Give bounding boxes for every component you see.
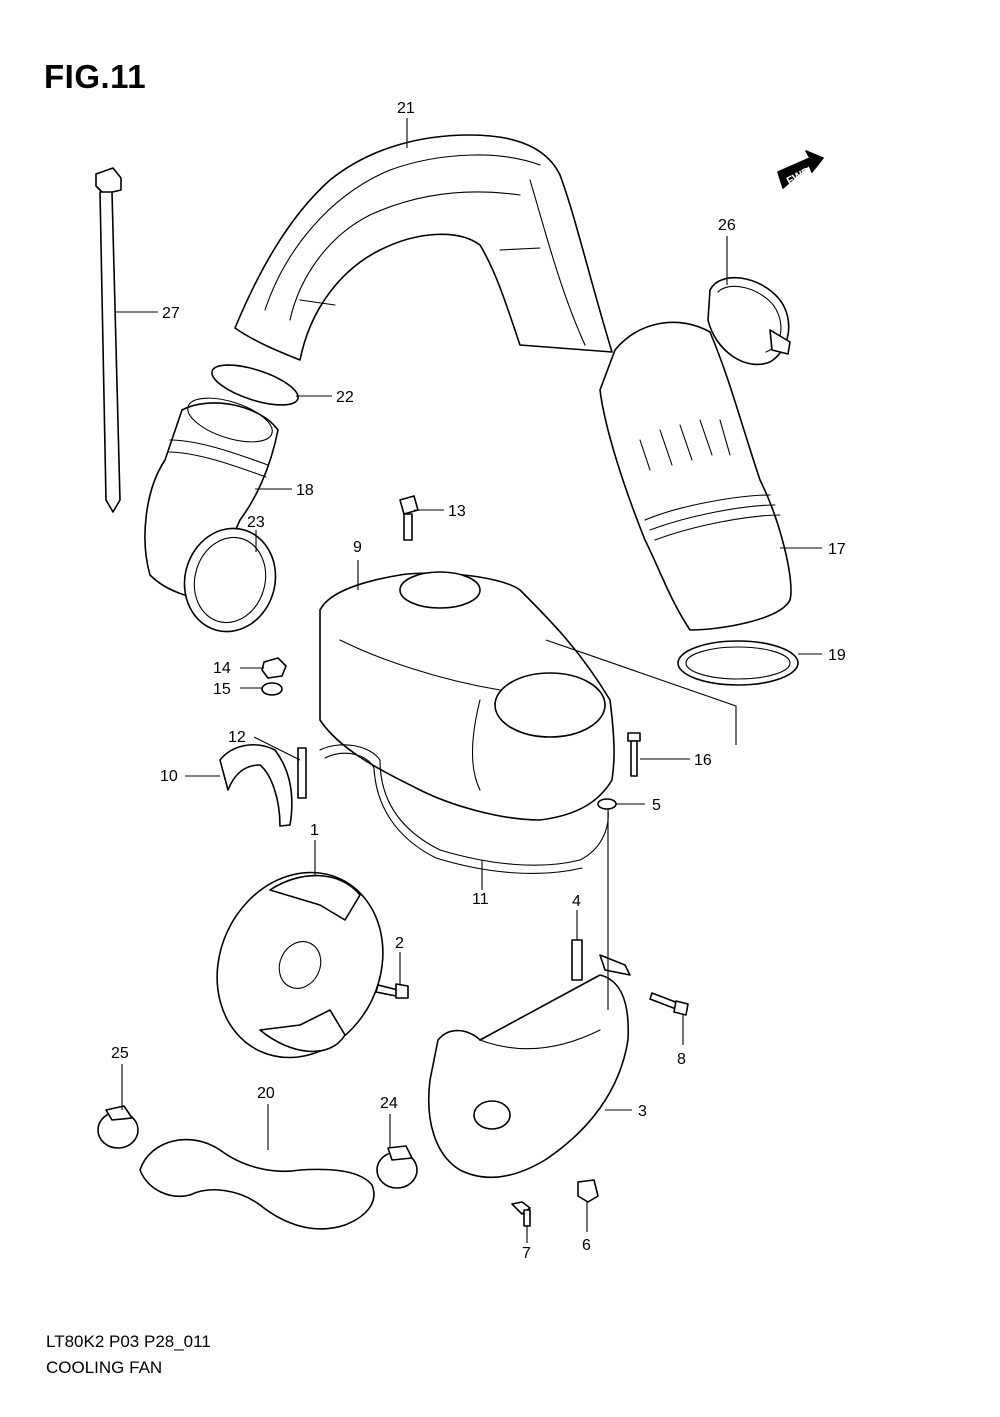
callout-25: 25 bbox=[111, 1045, 129, 1062]
lower-hose-clamp bbox=[677, 640, 799, 686]
callout-13: 13 bbox=[448, 503, 466, 520]
housing-screw-upper bbox=[649, 992, 689, 1016]
callout-4: 4 bbox=[572, 893, 581, 910]
callout-3: 3 bbox=[638, 1103, 647, 1120]
callout-21: 21 bbox=[397, 100, 415, 117]
callout-27: 27 bbox=[162, 305, 180, 322]
clamp-right bbox=[376, 1145, 418, 1189]
mounting-bracket bbox=[219, 744, 293, 827]
cover-screw bbox=[627, 732, 641, 777]
callout-12: 12 bbox=[228, 729, 246, 746]
cover-bolt bbox=[399, 495, 419, 541]
air-inlet-hose bbox=[599, 321, 792, 631]
callout-26: 26 bbox=[718, 217, 736, 234]
callout-19: 19 bbox=[828, 647, 846, 664]
figure-title: FIG.11 bbox=[44, 58, 147, 95]
callout-9: 9 bbox=[353, 539, 362, 556]
fan-cover bbox=[319, 571, 615, 821]
callout-1: 1 bbox=[310, 822, 319, 839]
drain-cap bbox=[577, 1179, 599, 1203]
grommet bbox=[597, 798, 617, 810]
callout-11: 11 bbox=[472, 891, 489, 908]
cover-nut bbox=[261, 657, 287, 679]
callout-17: 17 bbox=[828, 541, 846, 558]
upper-hose-clamp bbox=[707, 276, 791, 366]
callout-16: 16 bbox=[694, 752, 712, 769]
callout-18: 18 bbox=[296, 482, 314, 499]
fan-bolt bbox=[375, 983, 409, 999]
housing-pin bbox=[571, 939, 583, 981]
seal-ring bbox=[211, 364, 299, 406]
callout-2: 2 bbox=[395, 935, 404, 952]
callout-10: 10 bbox=[160, 768, 178, 785]
callout-23: 23 bbox=[247, 514, 265, 531]
diagram-code: LT80K2 P03 P28_011 bbox=[46, 1332, 211, 1351]
callout-6: 6 bbox=[582, 1237, 591, 1254]
callout-5: 5 bbox=[652, 797, 661, 814]
housing-screw-lower bbox=[511, 1201, 531, 1227]
cable-tie bbox=[95, 167, 122, 513]
leader-lines bbox=[116, 118, 822, 1243]
callout-22: 22 bbox=[336, 389, 354, 406]
callout-14: 14 bbox=[213, 660, 231, 677]
cooling-fan bbox=[216, 871, 384, 1059]
forward-direction-arrow: FWD bbox=[777, 150, 824, 189]
upper-air-duct bbox=[234, 134, 613, 361]
fan-housing bbox=[427, 954, 631, 1179]
callout-15: 15 bbox=[213, 681, 231, 698]
hose-band bbox=[183, 527, 277, 633]
diagram-name: COOLING FAN bbox=[46, 1358, 163, 1377]
clamp-left bbox=[97, 1105, 139, 1149]
callout-7: 7 bbox=[522, 1245, 531, 1262]
callout-8: 8 bbox=[677, 1051, 686, 1068]
callout-24: 24 bbox=[380, 1095, 398, 1112]
cooling-hose bbox=[139, 1138, 375, 1230]
mounting-stud bbox=[297, 747, 307, 799]
cover-gasket bbox=[319, 744, 609, 874]
cover-washer bbox=[261, 682, 283, 696]
callout-20: 20 bbox=[257, 1085, 275, 1102]
